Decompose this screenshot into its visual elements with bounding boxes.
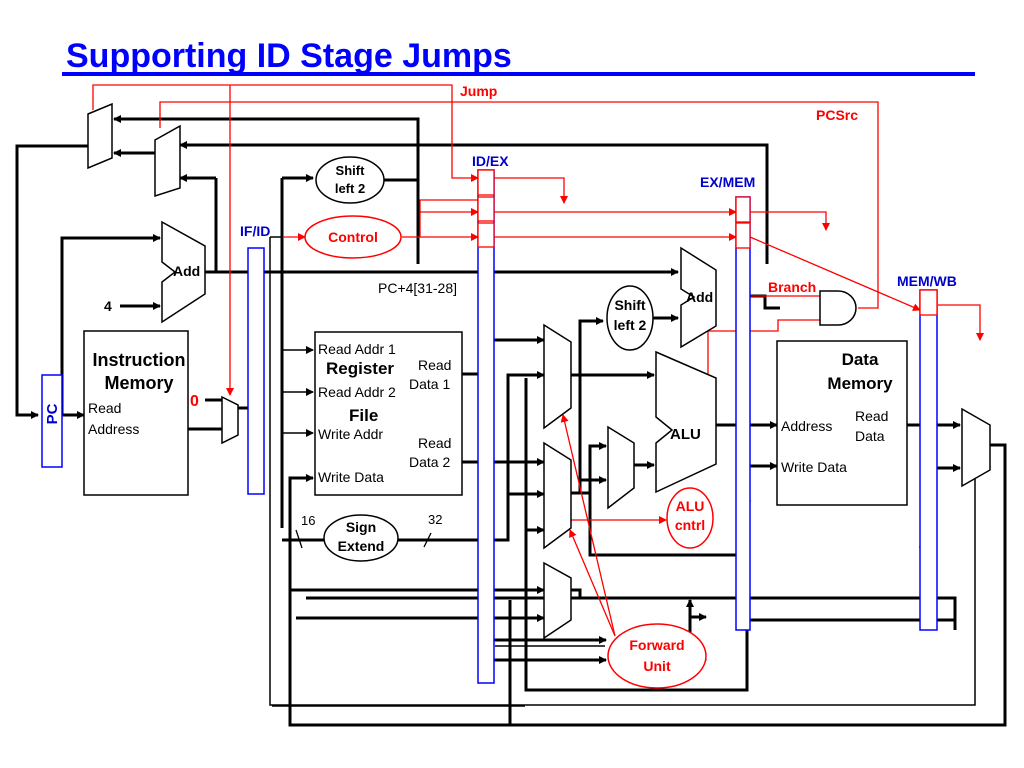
alu-label: ALU xyxy=(670,426,701,443)
branch-and-gate[interactable] xyxy=(819,290,857,326)
data-memory-read-1: Read xyxy=(855,408,888,424)
jump-label: Jump xyxy=(460,83,497,99)
reg-read-data2-1: Read xyxy=(418,435,451,451)
reg-title-1: Register xyxy=(326,359,394,378)
pcsrc-mux[interactable] xyxy=(154,124,181,198)
branch-label: Branch xyxy=(768,279,816,295)
if-adder-label: Add xyxy=(173,263,200,279)
data-memory-title-1: Data xyxy=(842,350,879,369)
data-memory-address: Address xyxy=(781,418,832,434)
reg-read-data1-2: Data 1 xyxy=(409,376,450,392)
instruction-memory-port-1: Read xyxy=(88,400,121,416)
reg-read-data1-1: Read xyxy=(418,357,451,373)
forward-unit-label-2: Unit xyxy=(643,658,671,674)
forward-mux-store[interactable] xyxy=(543,561,572,640)
reg-read-data2-2: Data 2 xyxy=(409,454,450,470)
const-four: 4 xyxy=(104,298,112,314)
flush-zero-label: 0 xyxy=(190,393,199,410)
shift-left-id-label-1: Shift xyxy=(336,163,366,178)
instruction-memory-title-2: Memory xyxy=(104,373,173,393)
alu-control[interactable] xyxy=(666,487,714,549)
jump-mux[interactable] xyxy=(87,102,113,170)
alu-src-mux[interactable] xyxy=(607,425,635,510)
id-ex-control-ex xyxy=(477,222,495,248)
flush-mux[interactable] xyxy=(221,395,239,445)
forward-unit-label-1: Forward xyxy=(629,637,684,653)
datapath-wires xyxy=(15,115,1007,727)
pcsrc-label: PCSrc xyxy=(816,107,858,123)
pc-register[interactable] xyxy=(41,374,63,468)
ex-adder-label: Add xyxy=(686,289,713,305)
alu-control-label-1: ALU xyxy=(676,498,705,514)
instruction-memory[interactable] xyxy=(83,330,189,496)
control-label: Control xyxy=(328,229,378,245)
ex-mem-label: EX/MEM xyxy=(700,174,755,190)
data-memory-read-2: Data xyxy=(855,428,885,444)
ex-adder[interactable] xyxy=(680,246,717,349)
instruction-memory-title-1: Instruction xyxy=(93,350,186,370)
alu[interactable] xyxy=(655,350,717,494)
sign-extend-label-1: Sign xyxy=(346,519,376,535)
control-wires xyxy=(92,84,984,637)
if-adder[interactable] xyxy=(161,220,206,324)
shift-left-ex-label-1: Shift xyxy=(614,297,645,313)
sign-extend-label-2: Extend xyxy=(338,538,385,554)
mem-wb-label: MEM/WB xyxy=(897,273,957,289)
id-ex-control-m xyxy=(477,196,495,222)
alu-control-label-2: cntrl xyxy=(675,517,705,533)
data-memory[interactable] xyxy=(776,340,908,506)
writeback-mux[interactable] xyxy=(961,407,991,488)
control-unit[interactable] xyxy=(304,215,402,259)
reg-read-addr-2: Read Addr 2 xyxy=(318,384,396,400)
pc-upper-label: PC+4[31-28] xyxy=(378,280,457,296)
reg-read-addr-1: Read Addr 1 xyxy=(318,341,396,357)
sign-extend-out-width: 32 xyxy=(428,512,442,527)
shift-left-ex[interactable] xyxy=(606,285,654,351)
mem-wb-control-wb xyxy=(919,289,938,316)
shift-left-id-label-2: left 2 xyxy=(335,181,365,196)
id-ex-label: ID/EX xyxy=(472,153,509,169)
forward-mux-b[interactable] xyxy=(543,441,572,550)
sign-extend-in-width: 16 xyxy=(301,513,315,528)
ex-mem-control-wb xyxy=(735,196,751,223)
id-ex-control-wb xyxy=(477,169,495,196)
instruction-memory-port-2: Address xyxy=(88,421,139,437)
ex-mem-control-m xyxy=(735,222,751,249)
data-memory-title-2: Memory xyxy=(827,374,893,393)
register-file[interactable] xyxy=(314,331,463,496)
sign-extend[interactable] xyxy=(323,514,399,562)
reg-title-2: File xyxy=(349,406,378,425)
forward-mux-a[interactable] xyxy=(543,323,572,430)
reg-write-addr: Write Addr xyxy=(318,426,383,442)
reg-write-data: Write Data xyxy=(318,469,384,485)
if-id-register[interactable] xyxy=(247,247,265,495)
pc-label: PC xyxy=(44,403,61,424)
shift-left-id[interactable] xyxy=(315,156,385,204)
forward-unit[interactable] xyxy=(607,623,707,689)
page-title: Supporting ID Stage Jumps xyxy=(66,37,512,75)
data-memory-write-data: Write Data xyxy=(781,459,847,475)
ex-mem-register[interactable] xyxy=(735,196,751,631)
mem-wb-register[interactable] xyxy=(919,289,938,631)
shift-left-ex-label-2: left 2 xyxy=(614,317,647,333)
if-id-label: IF/ID xyxy=(240,223,270,239)
